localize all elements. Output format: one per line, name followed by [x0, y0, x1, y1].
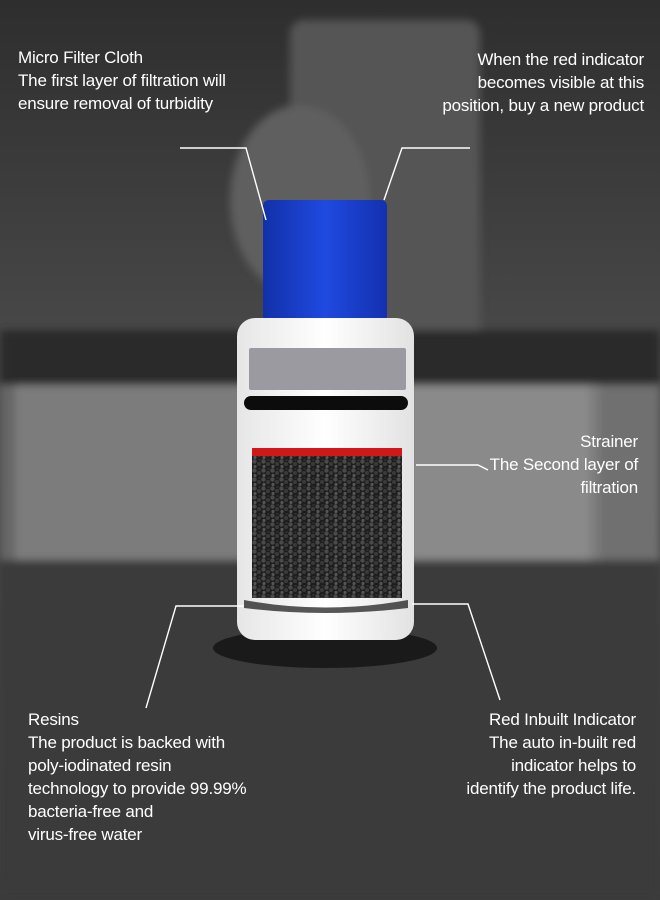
- leader-strainer: [416, 464, 489, 471]
- callout-text: When the red indicator: [477, 50, 644, 69]
- callout-text: identify the product life.: [466, 779, 636, 798]
- callout-text: becomes visible at this: [477, 73, 645, 92]
- leader-lines: [145, 147, 501, 709]
- leader-micro-filter: [180, 147, 267, 221]
- callout-title: Strainer: [580, 432, 638, 451]
- callout-text: position, buy a new product: [442, 96, 644, 115]
- gray-label: [249, 348, 406, 390]
- callout-text: technology to provide 99.99%: [28, 779, 247, 798]
- callout-text: The Second layer of: [489, 455, 639, 474]
- callout-text: filtration: [580, 478, 638, 497]
- callout-text: virus-free water: [28, 825, 142, 844]
- callout-micro-filter-cloth: Micro Filter Cloth The first layer of fi…: [18, 46, 226, 115]
- leader-red-inbuilt: [412, 603, 501, 701]
- callout-resins: Resins The product is backed with poly-i…: [28, 708, 247, 846]
- callout-text: bacteria-free and: [28, 802, 154, 821]
- callout-title: Micro Filter Cloth: [18, 48, 143, 67]
- callout-title: Red Inbuilt Indicator: [489, 710, 636, 729]
- callout-text: The auto in-built red: [489, 733, 636, 752]
- granule-window: [252, 448, 402, 598]
- red-indicator-strip: [252, 448, 402, 456]
- leader-indicator-position: [383, 147, 470, 201]
- callout-indicator-position: When the red indicator becomes visible a…: [442, 48, 644, 117]
- leader-resins: [145, 605, 244, 709]
- blue-cap: [263, 200, 387, 322]
- callout-text: poly-iodinated resin: [28, 756, 172, 775]
- callout-strainer: Strainer The Second layer of filtration: [489, 430, 639, 499]
- filter-product: [237, 200, 414, 640]
- callout-text: The product is backed with: [28, 733, 226, 752]
- black-band: [244, 396, 408, 410]
- callout-text: indicator helps to: [511, 756, 636, 775]
- callout-text: The first layer of filtration will: [18, 71, 226, 90]
- callout-title: Resins: [28, 710, 79, 729]
- callout-text: ensure removal of turbidity: [18, 94, 213, 113]
- callout-red-inbuilt-indicator: Red Inbuilt Indicator The auto in-built …: [466, 708, 636, 800]
